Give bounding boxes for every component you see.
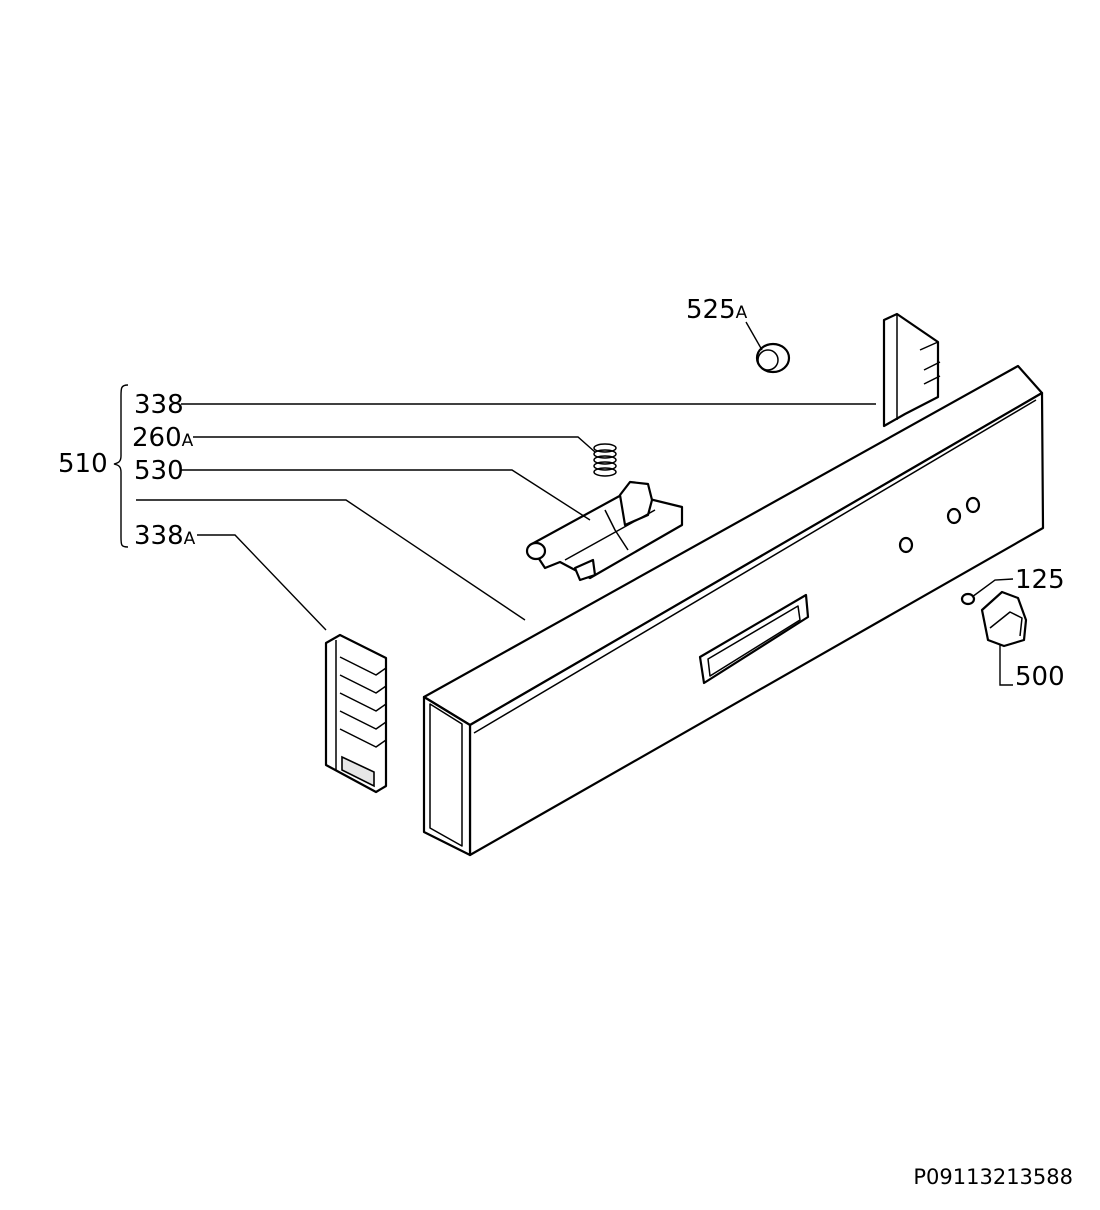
part-labels: 525A 338 260A 530 338A 125 500 510: [58, 295, 1065, 692]
latch-lever: [525, 480, 684, 582]
spring: [593, 443, 617, 477]
control-panel: [422, 312, 1045, 857]
label-338: 338: [134, 390, 184, 420]
label-125: 125: [1015, 565, 1065, 595]
nut: [960, 592, 976, 606]
label-338a: 338A: [134, 521, 196, 551]
label-500: 500: [1015, 662, 1065, 692]
label-530: 530: [134, 456, 184, 486]
leader-lines: [113, 321, 1014, 686]
control-knob: [980, 590, 1028, 648]
label-525a: 525A: [686, 295, 748, 325]
label-260a: 260A: [132, 423, 194, 453]
vent-grille: [324, 633, 388, 794]
group-label-510: 510: [58, 449, 108, 479]
cap-plug: [755, 342, 791, 374]
diagram-code: P09113213588: [913, 1165, 1073, 1189]
